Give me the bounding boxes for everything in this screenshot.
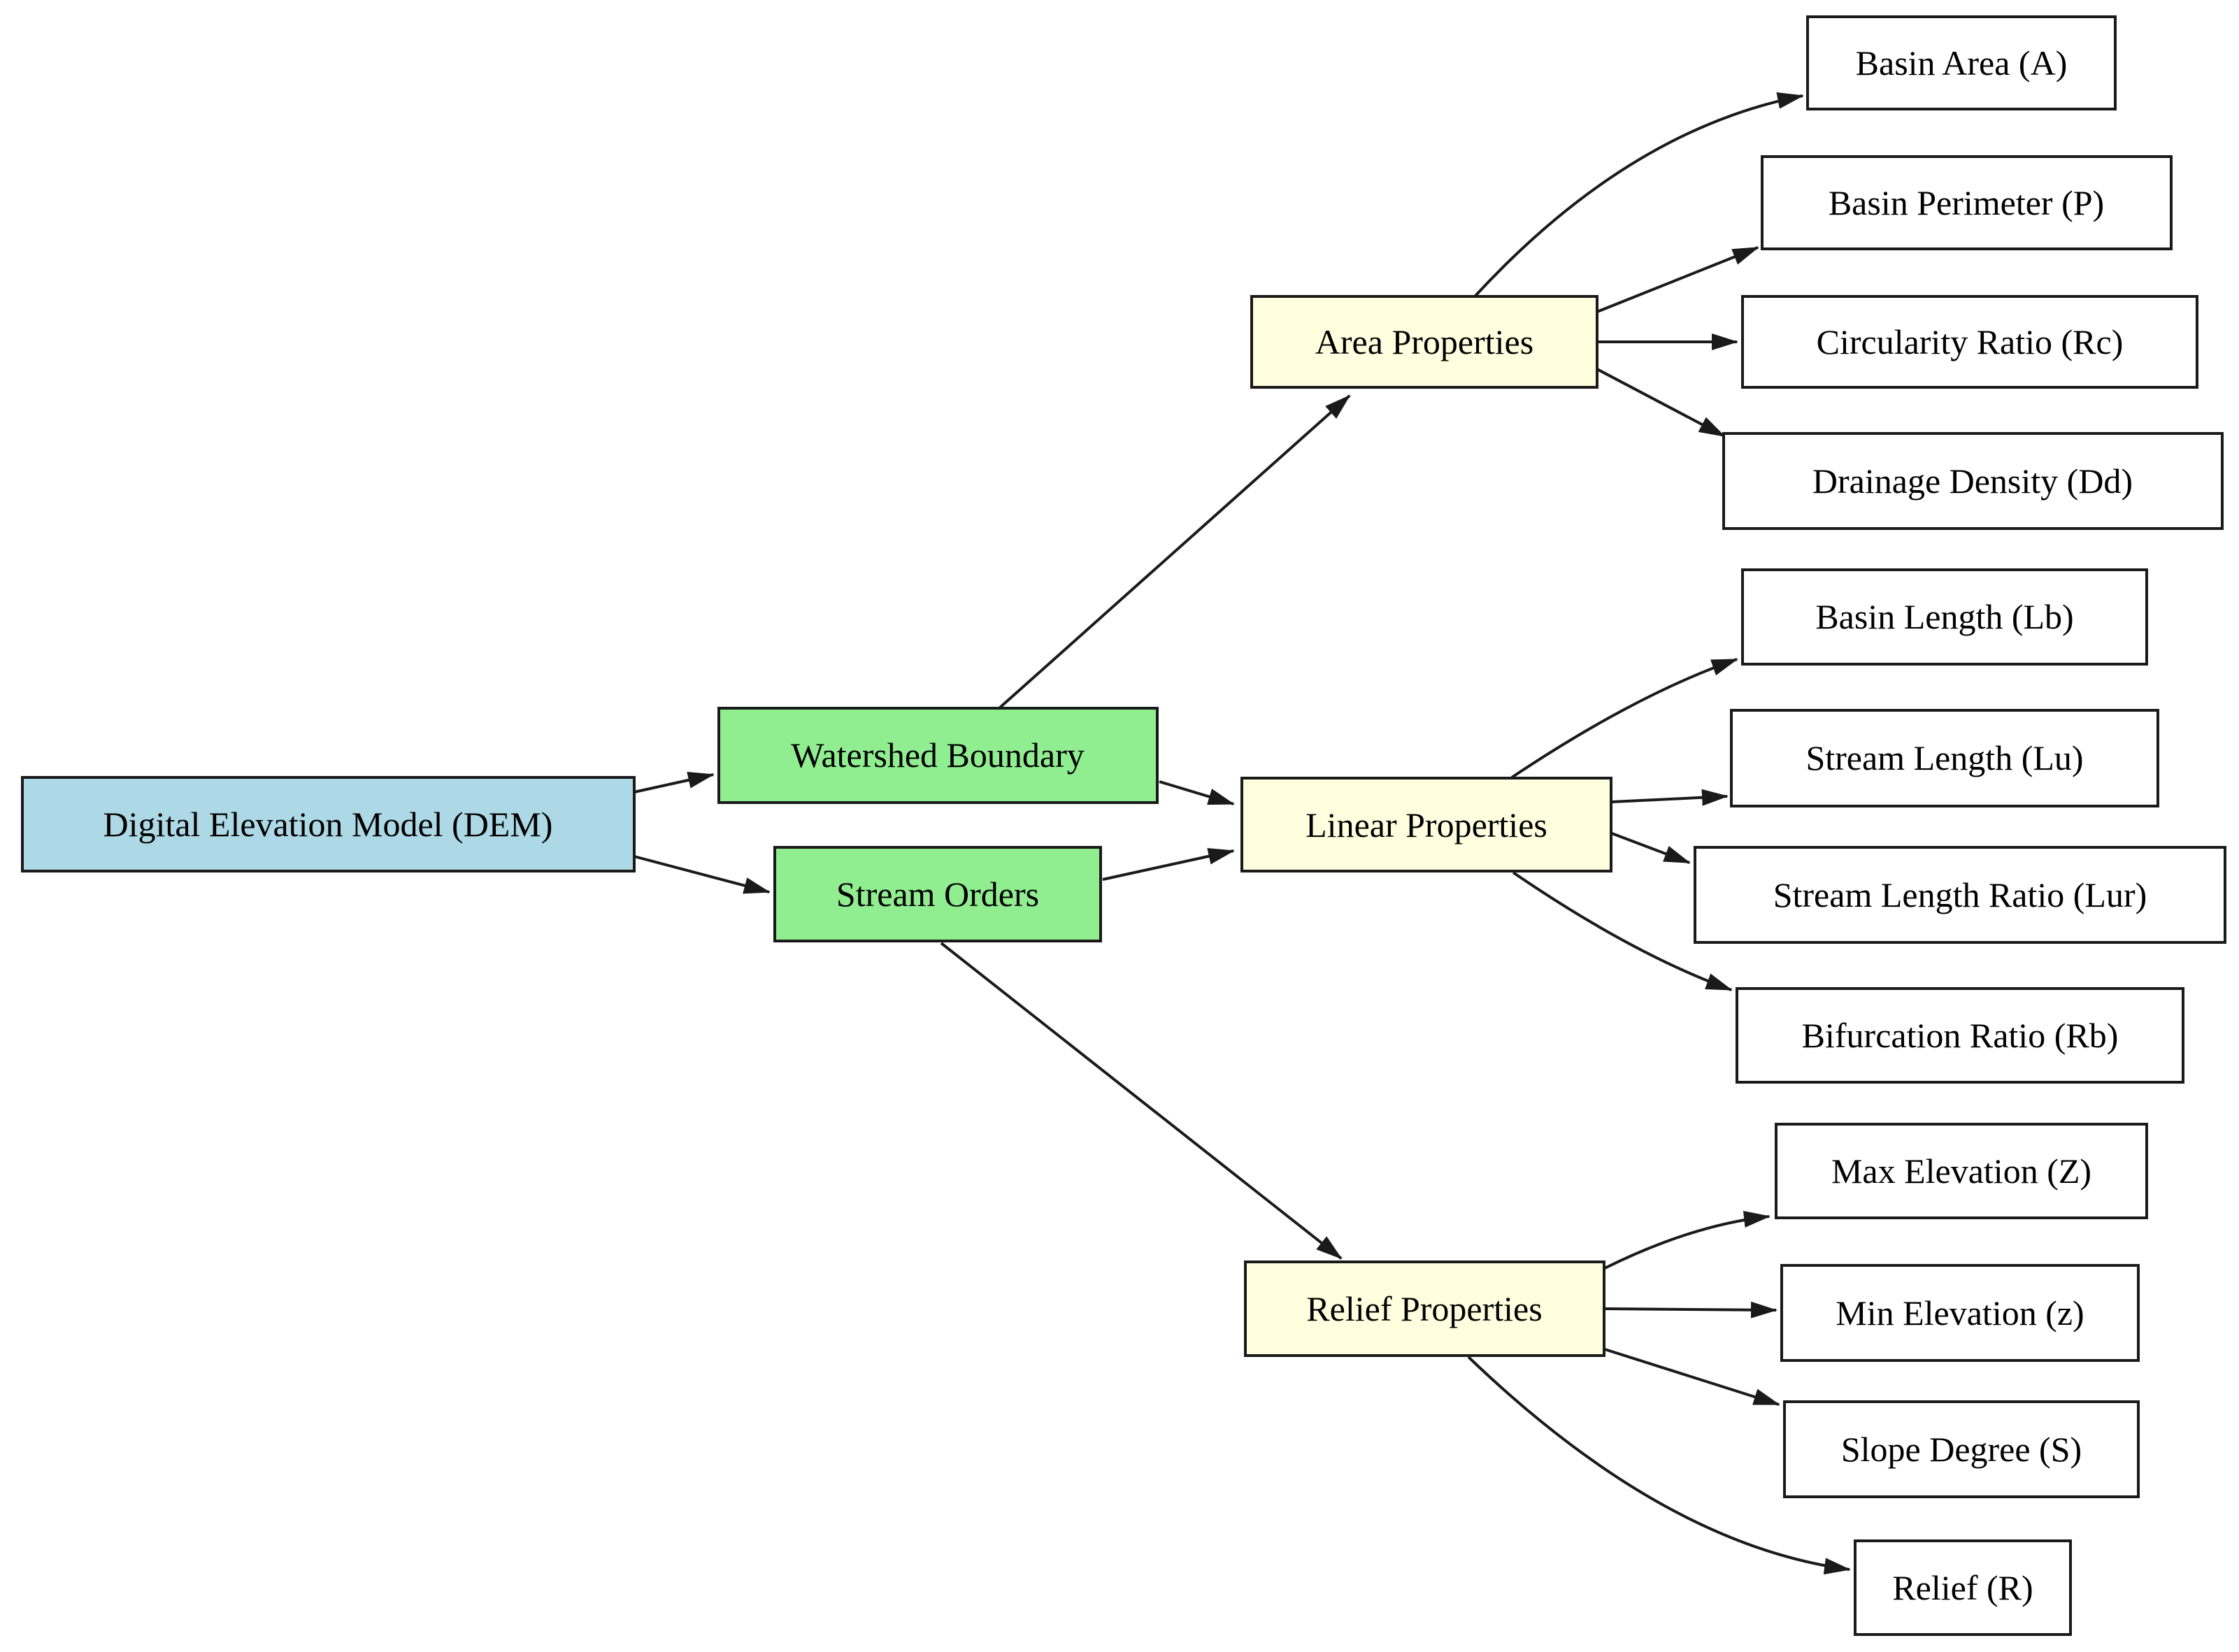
edge-watershed-boundary-linear-properties [1159, 780, 1235, 805]
edge-area-properties-drainage-density [1596, 368, 1726, 438]
edge-dem-stream-orders [634, 855, 771, 894]
node-relief: Relief (R) [1854, 1539, 2072, 1636]
node-dem-box [21, 776, 636, 872]
node-drainage-density-box [1722, 432, 2224, 530]
node-dem-label: Digital Elevation Model (DEM) [103, 805, 553, 844]
node-basin-perimeter-label: Basin Perimeter (P) [1829, 183, 2104, 222]
node-basin-area-label: Basin Area (A) [1856, 43, 2068, 82]
node-basin-perimeter-box [1761, 155, 2173, 250]
edge-relief-properties-min-elevation [1604, 1301, 1777, 1319]
node-basin-length: Basin Length (Lb) [1741, 568, 2148, 666]
node-area-properties: Area Properties [1250, 295, 1598, 389]
node-circularity-ratio: Circularity Ratio (Rc) [1741, 295, 2198, 389]
node-stream-length: Stream Length (Lu) [1730, 709, 2159, 807]
node-min-elevation-box [1780, 1264, 2140, 1362]
edge-linear-properties-basin-length [1510, 658, 1738, 779]
edge-watershed-boundary-area-properties [999, 394, 1351, 709]
node-relief-properties-label: Relief Properties [1306, 1289, 1542, 1328]
node-basin-area-box [1806, 15, 2117, 110]
node-max-elevation-label: Max Elevation (Z) [1831, 1151, 2091, 1191]
node-area-properties-label: Area Properties [1315, 322, 1533, 361]
edge-linear-properties-stream-length [1611, 789, 1729, 806]
node-stream-length-label: Stream Length (Lu) [1805, 738, 2083, 777]
node-watershed-boundary-label: Watershed Boundary [791, 735, 1084, 775]
edge-relief-properties-slope-degree [1604, 1348, 1780, 1406]
node-linear-properties: Linear Properties [1240, 777, 1612, 872]
node-bifurcation-ratio-label: Bifurcation Ratio (Rb) [1802, 1016, 2119, 1055]
node-relief-box [1854, 1539, 2072, 1636]
node-drainage-density-label: Drainage Density (Dd) [1812, 461, 2133, 501]
edge-relief-properties-max-elevation [1604, 1210, 1771, 1270]
node-slope-degree-box [1783, 1400, 2140, 1498]
node-stream-orders-box [773, 846, 1102, 942]
edge-linear-properties-stream-length-ratio [1611, 832, 1691, 864]
node-stream-length-ratio: Stream Length Ratio (Lur) [1694, 846, 2226, 944]
node-bifurcation-ratio: Bifurcation Ratio (Rb) [1736, 987, 2184, 1084]
node-relief-properties-box [1244, 1260, 1605, 1357]
node-stream-orders: Stream Orders [773, 846, 1102, 942]
node-max-elevation: Max Elevation (Z) [1775, 1123, 2148, 1219]
node-relief-properties: Relief Properties [1244, 1260, 1605, 1357]
edge-linear-properties-bifurcation-ratio [1512, 871, 1733, 991]
node-basin-perimeter: Basin Perimeter (P) [1761, 155, 2173, 250]
node-circularity-ratio-box [1741, 295, 2198, 389]
edge-relief-properties-relief [1467, 1356, 1851, 1575]
node-max-elevation-box [1775, 1123, 2148, 1219]
node-linear-properties-box [1240, 777, 1612, 872]
edge-area-properties-basin-area [1474, 92, 1804, 297]
node-bifurcation-ratio-box [1736, 987, 2184, 1084]
edge-dem-watershed-boundary [634, 772, 715, 793]
node-circularity-ratio-label: Circularity Ratio (Rc) [1817, 322, 2124, 361]
node-watershed-boundary-box [717, 707, 1159, 804]
node-min-elevation: Min Elevation (z) [1780, 1264, 2140, 1362]
node-basin-length-label: Basin Length (Lb) [1815, 597, 2073, 636]
node-linear-properties-label: Linear Properties [1306, 805, 1547, 845]
node-min-elevation-label: Min Elevation (z) [1836, 1293, 2084, 1333]
edge-stream-orders-linear-properties [1102, 847, 1235, 881]
node-relief-label: Relief (R) [1892, 1568, 2033, 1607]
node-slope-degree-label: Slope Degree (S) [1841, 1430, 2082, 1469]
node-stream-orders-label: Stream Orders [836, 875, 1039, 914]
node-stream-length-box [1730, 709, 2159, 807]
node-drainage-density: Drainage Density (Dd) [1722, 432, 2224, 530]
edge-stream-orders-relief-properties [940, 942, 1343, 1260]
node-watershed-boundary: Watershed Boundary [717, 707, 1159, 804]
node-stream-length-ratio-box [1694, 846, 2226, 944]
node-basin-area: Basin Area (A) [1806, 15, 2117, 110]
node-slope-degree: Slope Degree (S) [1783, 1400, 2140, 1498]
node-basin-length-box [1741, 568, 2148, 666]
node-area-properties-box [1250, 295, 1598, 389]
node-dem: Digital Elevation Model (DEM) [21, 776, 636, 872]
edge-area-properties-basin-perimeter [1596, 246, 1759, 313]
node-stream-length-ratio-label: Stream Length Ratio (Lur) [1773, 875, 2147, 914]
